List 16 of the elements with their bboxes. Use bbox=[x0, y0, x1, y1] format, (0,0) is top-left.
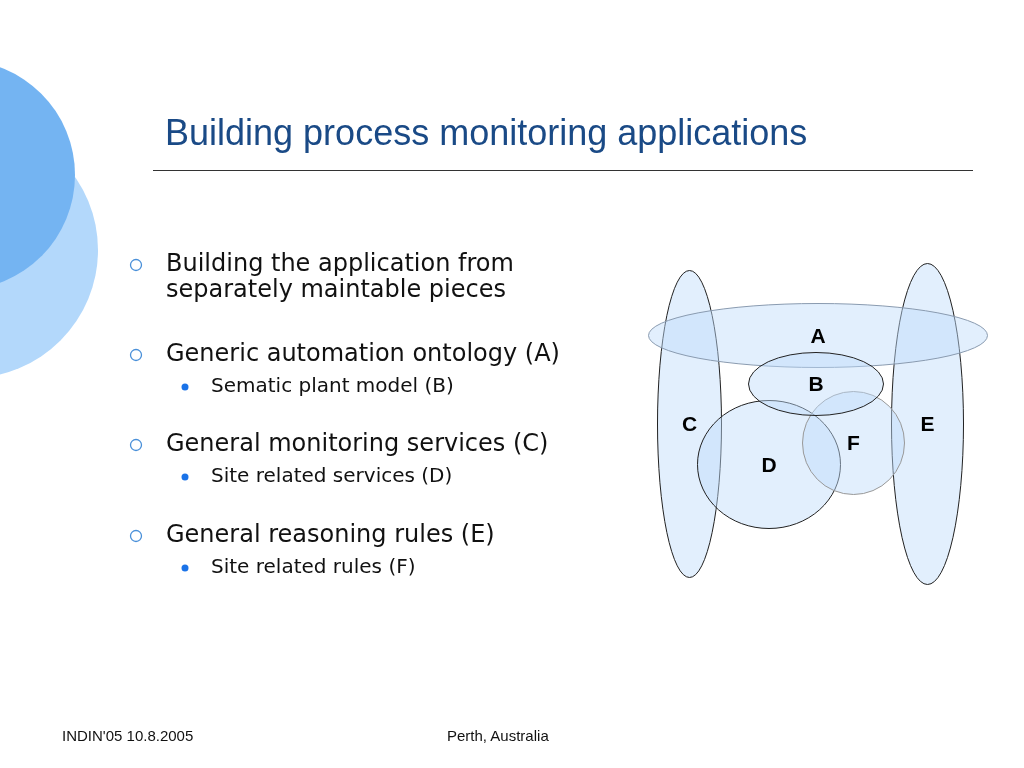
sub-bullet-text: Site related services (D) bbox=[211, 463, 453, 487]
sub-bullet-text: Site related rules (F) bbox=[211, 554, 416, 578]
bullet-text: Generic automation ontology (A) bbox=[166, 340, 560, 366]
footer-text: INDIN'05 10.8.2005 bbox=[62, 727, 194, 744]
bullet-text: General reasoning rules (E) bbox=[166, 521, 495, 547]
region-letter: C bbox=[681, 412, 698, 436]
region-letter: E bbox=[920, 412, 935, 436]
region-letter: D bbox=[761, 452, 777, 477]
bullet-text: General monitoring services (C) bbox=[166, 430, 549, 456]
region-letter: A bbox=[810, 323, 826, 348]
bullet-text: Building the application from separately maintable pieces bbox=[166, 250, 515, 302]
sub-bullet-text: Sematic plant model (B) bbox=[211, 373, 454, 397]
footer-text: Perth, Australia bbox=[447, 727, 549, 744]
region-letter: B bbox=[808, 372, 824, 396]
slide-title: Building process monitoring applications bbox=[165, 112, 808, 154]
region-letter: F bbox=[847, 431, 860, 455]
